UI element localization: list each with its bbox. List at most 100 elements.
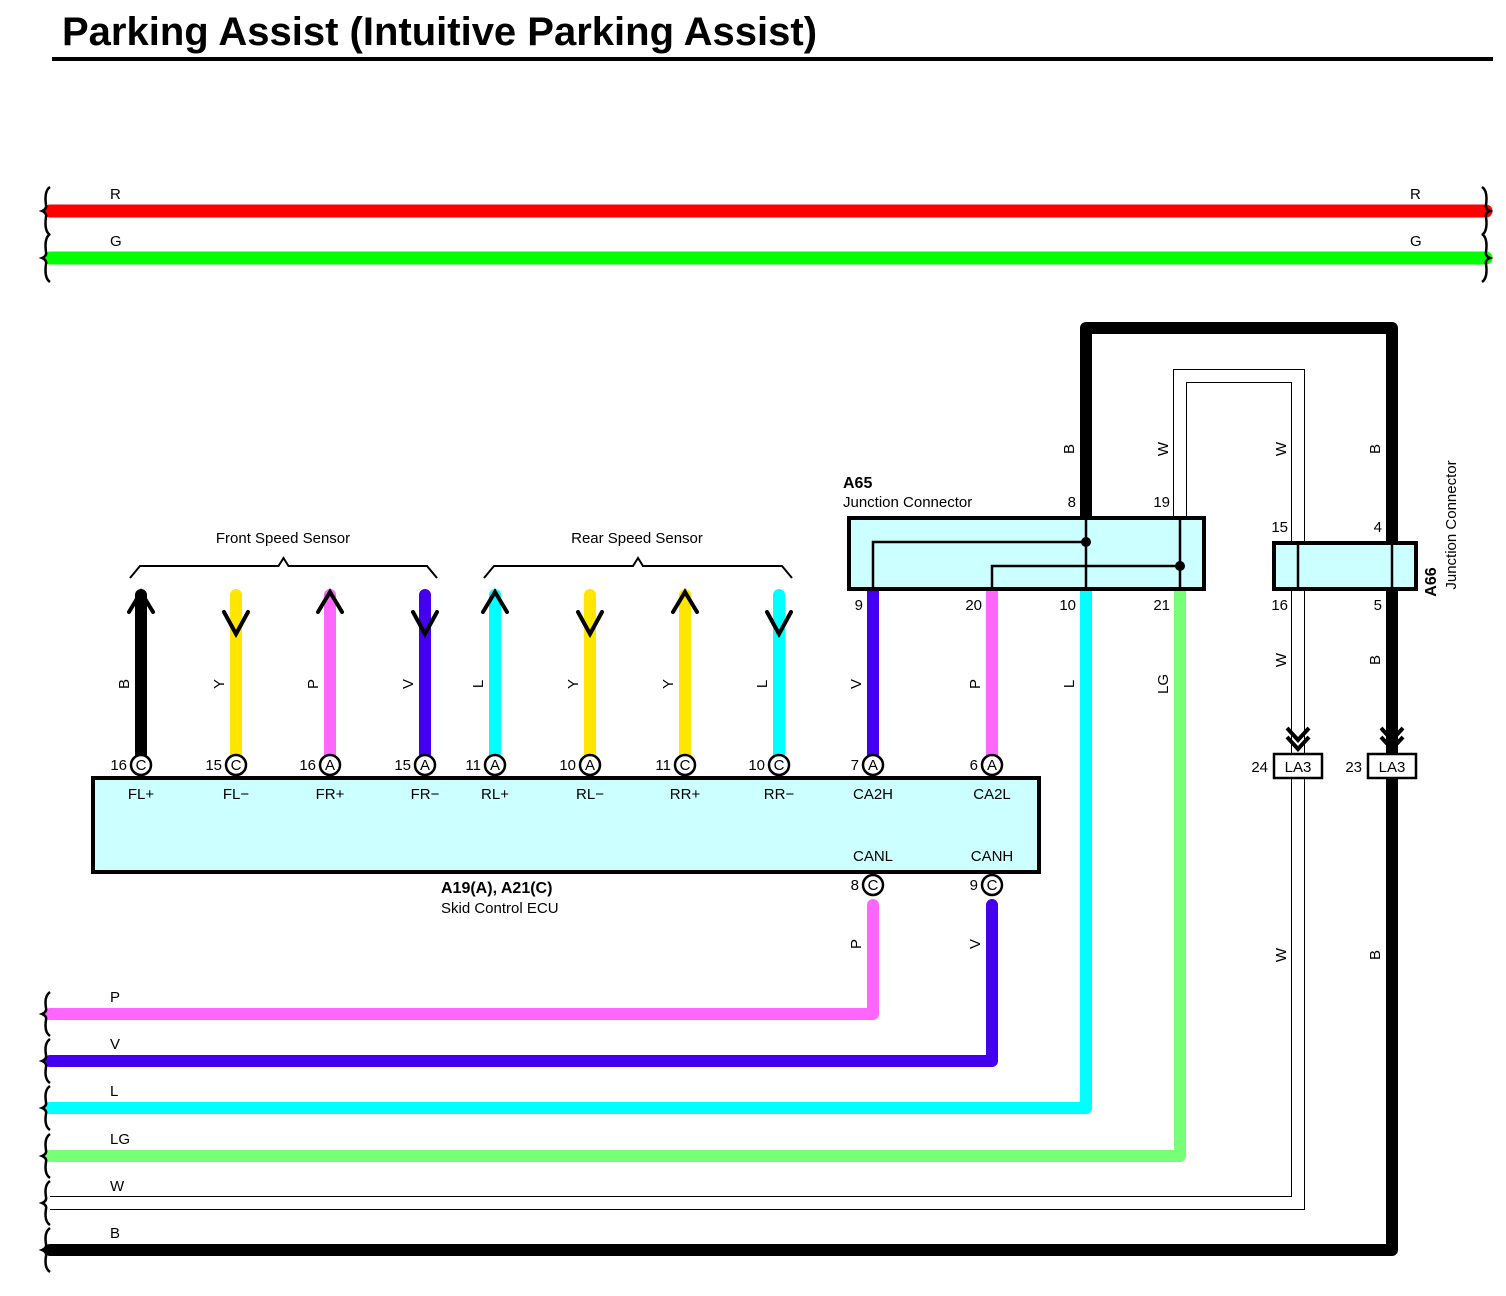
wires-layer bbox=[43, 204, 1493, 1256]
a66-harness-wire-label: B bbox=[1367, 950, 1384, 960]
front-sensor-bracket bbox=[129, 556, 438, 579]
a66-harness-wire-label: W bbox=[1273, 947, 1290, 962]
ecu-bottom-pin-circle-1 bbox=[980, 873, 1004, 897]
wire-B-harness bbox=[44, 584, 1398, 1256]
a66-top-pin: 4 bbox=[1374, 519, 1382, 536]
a66-name: Junction Connector bbox=[1443, 460, 1460, 589]
a66-bottom-pin: 5 bbox=[1374, 597, 1382, 614]
wire-color-label-3: V bbox=[400, 679, 417, 689]
ecu-bottom-pin-number-1: 9 bbox=[970, 877, 978, 894]
a65-top-wire-label: W bbox=[1155, 441, 1172, 456]
ecu-pin-signal-6: RR+ bbox=[670, 786, 701, 803]
la3-label: LA3 bbox=[1285, 759, 1312, 776]
wire-break-left bbox=[38, 1179, 51, 1227]
ecu-pin-signal-0: FL+ bbox=[128, 786, 155, 803]
page-title: Parking Assist (Intuitive Parking Assist… bbox=[62, 10, 818, 54]
wire-B-loop bbox=[1080, 322, 1398, 549]
wire-break-left bbox=[38, 232, 51, 284]
a65-top-pin: 19 bbox=[1153, 494, 1170, 511]
a65-splice-dot bbox=[1081, 537, 1091, 547]
ecu-pin-circle-6-letter: C bbox=[680, 757, 691, 774]
wire-color-label-5: Y bbox=[565, 679, 582, 689]
la3-label: LA3 bbox=[1379, 759, 1406, 776]
ecu-pin-number-1: 15 bbox=[205, 757, 222, 774]
a65-top-pin: 8 bbox=[1068, 494, 1076, 511]
wire-break-left bbox=[38, 185, 51, 237]
la3-box bbox=[1272, 752, 1324, 780]
rear-sensor-bracket bbox=[483, 556, 793, 579]
wire-color-label-8: V bbox=[848, 679, 865, 689]
wire-a65-10-L bbox=[44, 586, 1092, 1114]
ecu-bottom-pin-circle-0-letter: C bbox=[868, 877, 879, 894]
a66-bottom-wire-label: B bbox=[1367, 655, 1384, 665]
wire-canl-P bbox=[44, 899, 879, 1020]
title-rule bbox=[52, 57, 1493, 61]
ecu-pin-signal-9: CA2L bbox=[973, 786, 1011, 803]
wire-color-label-9: P bbox=[967, 679, 984, 689]
ecu-bottom-pin-signal-0: CANL bbox=[853, 848, 893, 865]
ecu-pin-circle-8-letter: A bbox=[868, 757, 878, 774]
sensor-arrow-6 bbox=[671, 588, 699, 614]
sensor-arrow-1 bbox=[222, 610, 250, 639]
ecu-bottom-pin-number-0: 8 bbox=[851, 877, 859, 894]
ecu-pin-circle-6 bbox=[673, 753, 697, 777]
ecu-bottom-wire-label-0: P bbox=[848, 939, 865, 949]
wire-break-left bbox=[38, 1226, 51, 1274]
a65-bus-b bbox=[871, 540, 1086, 589]
bottom-wire-label-V: V bbox=[110, 1036, 120, 1053]
ecu-pin-number-6: 11 bbox=[655, 757, 671, 774]
sensor-arrow-5 bbox=[576, 610, 604, 639]
ecu-pin-number-5: 10 bbox=[559, 757, 576, 774]
ecu-pin-circle-9-letter: A bbox=[987, 757, 997, 774]
a65-bottom-wire-label: LG bbox=[1155, 674, 1172, 694]
a65-top-wire-label: B bbox=[1061, 444, 1078, 454]
components-layer bbox=[91, 516, 1418, 874]
wire-color-label-2: P bbox=[305, 679, 322, 689]
ecu-pin-circle-8 bbox=[861, 753, 885, 777]
wire-break-right bbox=[1481, 232, 1494, 284]
bottom-wire-label-P: P bbox=[110, 989, 120, 1006]
a66-code: A66 bbox=[1423, 567, 1440, 596]
a65-bottom-pin: 20 bbox=[965, 597, 982, 614]
ecu-pin-circle-5-letter: A bbox=[585, 757, 595, 774]
la3-box bbox=[1366, 752, 1418, 780]
bottom-wire-label-L: L bbox=[110, 1083, 118, 1100]
sensor-arrow-4 bbox=[481, 588, 509, 614]
sensor-arrow-7 bbox=[765, 610, 793, 639]
wire-a65-21-LG bbox=[44, 586, 1186, 1162]
la3-pin: 23 bbox=[1345, 759, 1362, 776]
la3-pin: 24 bbox=[1251, 759, 1268, 776]
a65-bus-w bbox=[990, 564, 1180, 589]
sensor-arrow-0 bbox=[127, 588, 155, 614]
a65-bottom-wire-label: L bbox=[1061, 680, 1078, 688]
wire-W-loop bbox=[1174, 370, 1304, 543]
ecu-pin-signal-2: FR+ bbox=[316, 786, 345, 803]
ecu-pin-signal-1: FL− bbox=[223, 786, 250, 803]
ecu-name: Skid Control ECU bbox=[441, 900, 559, 917]
ecu-pin-circle-0-letter: C bbox=[136, 757, 147, 774]
ecu-pin-number-9: 6 bbox=[970, 757, 978, 774]
ecu-pin-signal-8: CA2H bbox=[853, 786, 893, 803]
top-wire-label-right: G bbox=[1410, 233, 1422, 250]
ecu-pin-circle-4-letter: A bbox=[490, 757, 500, 774]
wire-W-harness bbox=[50, 590, 1304, 1209]
a65-bottom-pin: 9 bbox=[855, 597, 863, 614]
a65-bottom-pin: 10 bbox=[1059, 597, 1076, 614]
bottom-wire-label-LG: LG bbox=[110, 1131, 130, 1148]
ecu-pin-circle-3 bbox=[413, 753, 437, 777]
ecu-pin-circle-4 bbox=[483, 753, 507, 777]
ecu-pin-circle-2 bbox=[318, 753, 342, 777]
front-sensor-label: Front Speed Sensor bbox=[216, 530, 350, 547]
rear-sensor-label: Rear Speed Sensor bbox=[571, 530, 703, 547]
ecu-code: A19(A), A21(C) bbox=[441, 880, 552, 897]
a66-bottom-pin: 16 bbox=[1271, 597, 1288, 614]
top-wire-label-left: G bbox=[110, 233, 122, 250]
la3-chevron bbox=[1285, 726, 1311, 743]
ecu-pin-number-2: 16 bbox=[299, 757, 316, 774]
top-wire-label-left: R bbox=[110, 186, 121, 203]
ecu-pin-signal-5: RL− bbox=[576, 786, 604, 803]
ecu-pin-circle-2-letter: A bbox=[325, 757, 335, 774]
ecu-bottom-pin-signal-1: CANH bbox=[971, 848, 1014, 865]
